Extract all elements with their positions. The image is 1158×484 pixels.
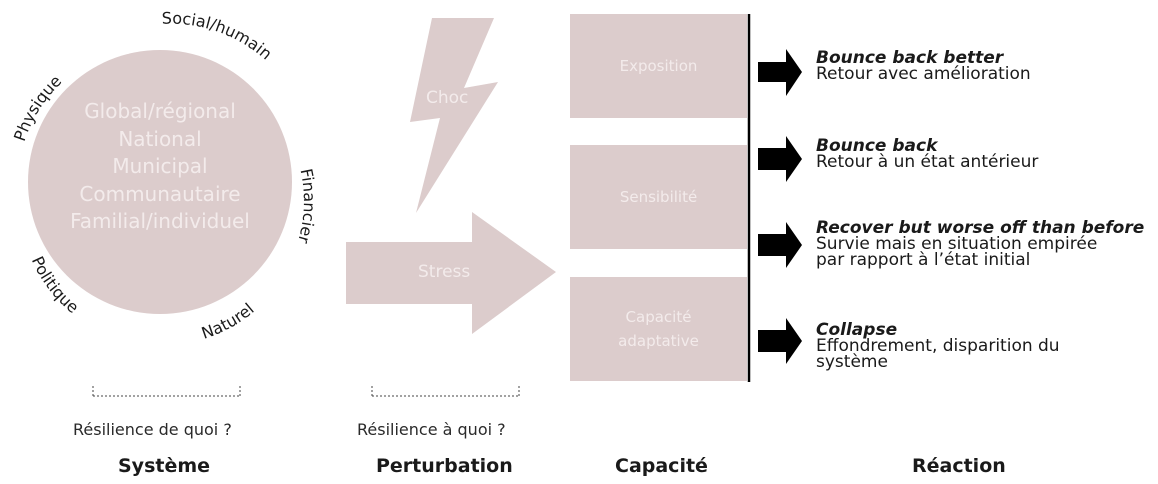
arc-label-naturel: Naturel <box>199 299 258 343</box>
reaction-item-collapse: Collapse Effondrement, disparition du sy… <box>816 320 1060 372</box>
reaction-item-bounce-back-better: Bounce back better Retour avec améliorat… <box>816 48 1031 84</box>
capacity-box-exposition: Exposition <box>570 14 747 118</box>
reaction-title: Recover but worse off than before <box>816 218 1145 238</box>
capacity-box-label: Exposition <box>619 57 698 75</box>
stress-arrow-shape <box>346 212 556 334</box>
capacity-box-label: Capacité <box>625 308 692 326</box>
scale-global: Global/régional <box>84 99 236 123</box>
caption-perturbation: Résilience à quoi ? <box>357 420 506 439</box>
reaction-arrow-4 <box>758 318 802 364</box>
column-title-systeme: Système <box>118 455 211 477</box>
reaction-arrow-2 <box>758 136 802 182</box>
reaction-description: Retour à un état antérieur <box>816 152 1039 172</box>
shock-label: Choc <box>426 88 469 108</box>
reaction-description-line2: système <box>816 352 888 372</box>
reaction-arrows <box>758 49 802 364</box>
arc-label-financier: Financier <box>294 167 319 246</box>
column-title-capacite: Capacité <box>615 455 708 477</box>
scale-communautaire: Communautaire <box>79 181 241 206</box>
scale-municipal: Municipal <box>112 154 208 178</box>
reaction-arrow-3 <box>758 222 802 268</box>
shock-bolt-shape <box>410 18 498 213</box>
stress-label: Stress <box>418 262 471 282</box>
reaction-item-recover-worse: Recover but worse off than before Survie… <box>816 218 1145 270</box>
column-title-reaction: Réaction <box>912 455 1006 477</box>
capacity-box-label: Sensibilité <box>619 188 698 206</box>
system-circle <box>28 50 292 314</box>
capacity-box-capacite-adaptative: Capacité adaptative <box>570 277 747 381</box>
bracket-systeme <box>92 386 241 397</box>
scale-familial: Familial/individuel <box>70 209 250 233</box>
reaction-description-line2: par rapport à l’état initial <box>816 250 1031 270</box>
reaction-description: Survie mais en situation empirée <box>816 234 1098 254</box>
reaction-item-bounce-back: Bounce back Retour à un état antérieur <box>816 136 1039 172</box>
reaction-description: Retour avec amélioration <box>816 64 1031 84</box>
reaction-title: Bounce back <box>816 136 938 156</box>
column-title-perturbation: Perturbation <box>376 455 513 477</box>
scale-national: National <box>118 126 202 151</box>
caption-systeme: Résilience de quoi ? <box>73 420 232 439</box>
reaction-arrow-1 <box>758 49 802 96</box>
reaction-title: Collapse <box>816 320 898 340</box>
bracket-perturbation <box>371 386 520 397</box>
reaction-title: Bounce back better <box>816 48 1004 68</box>
reaction-description: Effondrement, disparition du <box>816 336 1060 356</box>
capacity-box-label-line2: adaptative <box>618 332 699 350</box>
capacity-box-sensibilite: Sensibilité <box>570 145 747 249</box>
system-scales: Global/régional National Municipal Commu… <box>42 98 278 236</box>
